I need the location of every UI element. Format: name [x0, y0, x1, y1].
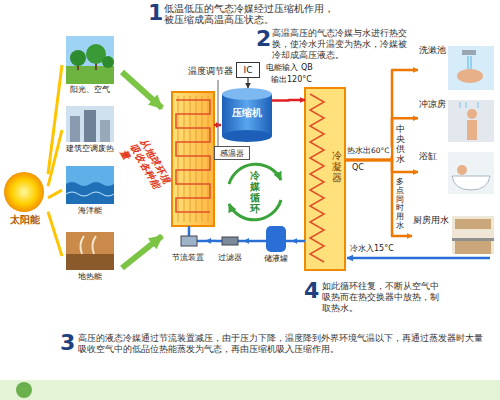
throttle-valve: 节流装置 — [170, 230, 206, 264]
node-label: 节流装置 — [172, 253, 204, 262]
pipe-label: 输出120°C — [270, 75, 313, 84]
energy-photo: 建筑空调废热 — [62, 104, 118, 156]
bathtub-photo — [448, 152, 494, 194]
pipe-connector — [247, 78, 248, 88]
compressor-body — [222, 88, 272, 142]
usage-photo: 洗漱池 — [418, 44, 495, 92]
power-symbol: QB — [301, 63, 313, 73]
washbasin-photo — [448, 46, 494, 90]
energy-label: 从地球环境吸收各种能量 — [118, 136, 177, 203]
building-photo — [66, 106, 114, 142]
node-label: 太阳能 — [10, 214, 40, 226]
callout-number: 3 — [60, 330, 75, 356]
valve-body — [181, 236, 197, 246]
pipe-label: 热水出60°C — [346, 147, 391, 156]
pipe-label: 中央供水 — [396, 125, 405, 165]
usage-photo: 冲凉房 — [418, 98, 495, 144]
usage-photo: 厨房用水 — [412, 214, 495, 256]
node-label: 压缩机 — [232, 107, 262, 119]
compressor: 压缩机 — [222, 88, 272, 142]
callout-number: 1 — [148, 0, 163, 26]
node-label: 冷凝器 — [332, 150, 342, 183]
pipe-connector — [345, 160, 418, 172]
cold-water-pipe — [347, 257, 490, 260]
sun-disc — [4, 172, 44, 212]
pipe-connector — [48, 190, 62, 198]
pipe-connector — [292, 240, 305, 243]
usage-photo: 浴缸 — [418, 150, 495, 196]
pipe-connector — [345, 118, 418, 160]
pipe-connector — [244, 240, 260, 243]
callout-number: 2 — [256, 26, 271, 52]
pipe-connector — [48, 212, 62, 256]
callout-number: 4 — [304, 278, 319, 304]
band-dot — [16, 382, 32, 398]
trees-photo — [66, 36, 114, 84]
ocean-photo — [66, 166, 114, 204]
cycle-label: 冷媒循环 — [250, 170, 260, 214]
bottom-band — [0, 380, 500, 400]
energy-arrow — [122, 236, 162, 268]
energy-photo: 阳光、空气 — [62, 34, 118, 96]
heat-symbol: QC — [352, 163, 364, 173]
controller-box: IC — [236, 62, 260, 78]
node-label: 储液罐 — [264, 254, 288, 263]
condenser: 冷凝器 — [305, 88, 345, 270]
energy-photo: 海洋能 — [62, 164, 118, 216]
node-label: 过滤器 — [218, 253, 242, 262]
power-label: 电能输入 — [266, 63, 298, 73]
receiver-tank: 储液罐 — [260, 224, 292, 266]
temperature-sensor: 感温器 — [214, 146, 250, 160]
node-label: IC — [244, 65, 253, 75]
node-label: 海洋能 — [78, 206, 102, 215]
pipe-connector — [345, 70, 418, 160]
kitchen-photo — [452, 216, 494, 254]
filter: 过滤器 — [216, 230, 244, 264]
node-label: 冲凉房 — [419, 100, 446, 110]
callout-text: 如此循环往复，不断从空气中吸热而在热交换器中放热，制取热水。 — [322, 281, 444, 313]
node-label: 建筑空调废热 — [66, 144, 114, 153]
evaporator — [172, 92, 214, 226]
node-label: 阳光、空气 — [70, 85, 110, 94]
condenser-body — [305, 88, 345, 270]
energy-photo: 地热能 — [62, 230, 118, 282]
node-label: 地热能 — [78, 272, 102, 281]
pipe-connector — [345, 160, 412, 236]
pipe-connector — [48, 130, 62, 186]
tank-body — [266, 226, 286, 252]
energy-arrow — [122, 72, 162, 108]
node-label: 厨房用水 — [413, 216, 449, 226]
pipe-label: 冷水入15°C — [350, 244, 394, 254]
callout-text: 高温高压的气态冷媒与水进行热交换，使冷水升温变为热水，冷媒被冷却成高压液态。 — [272, 28, 412, 60]
filter-body — [222, 237, 238, 245]
pipe-connector — [272, 99, 305, 102]
sun: 太阳能 — [2, 170, 48, 228]
geothermal-photo — [66, 232, 114, 270]
sensor-wire — [218, 80, 219, 146]
component-label: 温度调节器 — [188, 66, 233, 76]
callout-text: 高压的液态冷媒通过节流装置减压，由于压力下降，温度降到外界环境气温以下，再通过蒸… — [78, 333, 490, 355]
pipe-connector — [206, 240, 216, 243]
callout-text: 低温低压的气态冷媒经过压缩机作用，被压缩成高温高压状态。 — [164, 3, 336, 26]
node-label: 浴缸 — [419, 152, 437, 162]
shower-photo — [448, 100, 494, 142]
node-label: 感温器 — [220, 149, 244, 158]
pipe-label: 多点同时用水 — [396, 178, 404, 231]
band — [0, 380, 500, 400]
node-label: 洗漱池 — [419, 46, 446, 56]
